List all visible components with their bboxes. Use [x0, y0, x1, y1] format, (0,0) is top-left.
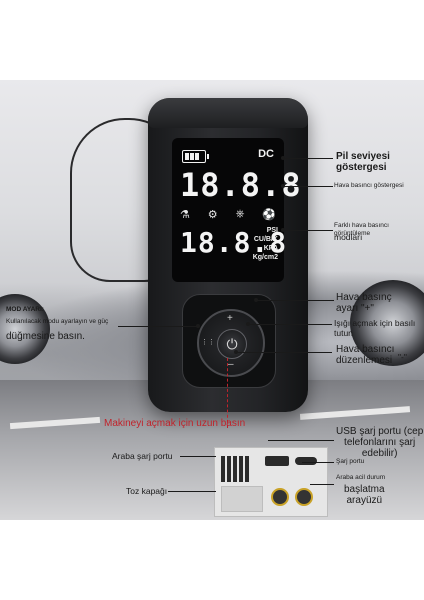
callout-line	[256, 300, 334, 301]
ball-icon: ⚽	[262, 209, 276, 221]
battery-icon	[182, 150, 209, 163]
plus-icon[interactable]: +	[227, 313, 233, 324]
power-icon: ⏻	[226, 336, 238, 352]
unit-kgcm2: Kg/cm2	[252, 254, 278, 261]
car-wheel-right	[350, 280, 424, 366]
road-lane	[9, 416, 101, 430]
road-lane	[299, 406, 411, 420]
callout-charge-port: Şarj portu	[336, 458, 365, 465]
motorcycle-icon: ⚙	[207, 209, 218, 221]
lcd-screen: DC 18.8.8 ⚗ ⚙ ⎈ ⚽ 18.8.8 PSI CU/B/K KPA …	[172, 138, 301, 282]
minus-icon[interactable]: –	[228, 359, 234, 370]
lcd-units: PSI CU/B/K KPA Kg/cm2	[253, 226, 278, 262]
callout-line	[236, 352, 332, 353]
emergency-pin	[271, 488, 289, 506]
callout-emergency-2: başlatma arayüzü	[344, 484, 385, 506]
callout-dot	[196, 324, 200, 328]
callout-line	[302, 462, 334, 463]
callout-line	[180, 456, 216, 457]
control-ring[interactable]: + ⋮⋮ ⏻ –	[197, 309, 265, 377]
callout-line	[283, 186, 333, 187]
callout-light-hold: Işığı açmak için basılı tutun	[334, 318, 416, 338]
long-press-pointer	[227, 358, 228, 428]
car-charge-port	[221, 456, 251, 482]
callout-car-charge: Araba şarj portu	[112, 451, 173, 461]
callout-emergency: Araba acil durum	[336, 474, 386, 481]
callout-mode-title: MOD AYARI:	[6, 306, 44, 313]
callout-line	[283, 158, 333, 159]
callout-line	[268, 440, 334, 441]
mode-icons: ⚗ ⚙ ⎈ ⚽	[180, 208, 276, 221]
callout-pressure-display: Hava basıncı göstergesi	[334, 182, 404, 189]
callout-line	[118, 326, 198, 327]
callout-usb-port: USB şarj portu (cep telefonlarını şarj e…	[336, 426, 424, 459]
lcd-dc-label: DC	[258, 148, 274, 160]
callout-mode-press: düğmesine basın.	[6, 331, 85, 342]
control-pad: + ⋮⋮ ⏻ –	[182, 294, 276, 388]
callout-pressure-adjust: Hava basıncı düzenlemesi	[336, 344, 395, 366]
callout-line	[283, 230, 333, 231]
callout-inflate-plus: Hava basınç ayarı "+"	[336, 292, 392, 314]
charge-port	[295, 457, 317, 465]
power-button[interactable]: ⏻	[217, 329, 247, 359]
callout-battery: Pil seviyesi göstergesi	[336, 151, 390, 173]
unit-kpa: KPA	[263, 245, 278, 252]
callout-units-mod: modları	[334, 232, 363, 242]
callout-mode-desc: Kullanılacak modu ayarlayın ve güç	[6, 318, 109, 325]
mode-dots-icon[interactable]: ⋮⋮	[201, 339, 215, 346]
callout-line	[168, 491, 216, 492]
unit-psi: PSI	[266, 227, 278, 234]
callout-minus-marker: "-"	[398, 352, 407, 362]
car-icon: ⚗	[180, 209, 190, 221]
usb-port	[265, 456, 289, 466]
lcd-main-digits: 18.8.8	[180, 166, 302, 204]
ports-panel	[214, 447, 328, 517]
device-cable	[70, 118, 184, 282]
emergency-pin	[295, 488, 313, 506]
tire-inflator-device: DC 18.8.8 ⚗ ⚙ ⎈ ⚽ 18.8.8 PSI CU/B/K KPA …	[148, 98, 308, 412]
callout-line	[248, 324, 332, 325]
long-press-label: Makineyi açmak için uzun basın	[104, 418, 246, 429]
unit-cubk: CU/B/K	[253, 236, 278, 243]
bicycle-icon: ⎈	[235, 208, 245, 220]
callout-dust-cover: Toz kapağı	[126, 486, 168, 496]
callout-line	[310, 484, 334, 485]
device-top-cap	[148, 98, 308, 128]
callout-units-display: Farklı hava basıncı görüntüleme	[334, 222, 389, 237]
lcd-sub-digits: 18.8.8	[180, 226, 288, 259]
dust-cover	[221, 486, 263, 512]
